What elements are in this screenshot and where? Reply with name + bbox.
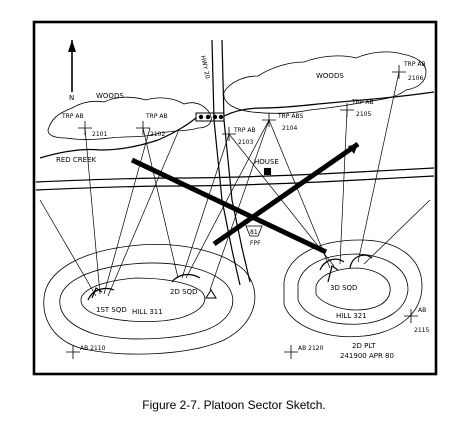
squad-2-label: 2D SQD: [170, 288, 197, 296]
red-creek-label: RED CREEK: [56, 156, 96, 164]
figure-caption: Figure 2-7. Platoon Sector Sketch.: [142, 398, 326, 412]
trp-2106: TRP AB 2106: [392, 61, 426, 82]
woods-left-label: WOODS: [96, 92, 124, 100]
squad-1-position: 1ST SQD: [87, 287, 127, 314]
trp-2106-line2: 2106: [408, 75, 423, 82]
hill-321-label: HILL 321: [336, 312, 367, 320]
dtg-label: 241900 APR 80: [340, 352, 394, 360]
trp-2104-line1: TRP ABS: [277, 113, 303, 120]
bridge: [195, 112, 225, 122]
trp-2102-line1: TRP AB: [145, 113, 168, 120]
woods-left-outline: [47, 96, 212, 140]
north-label: N: [69, 94, 74, 102]
hill-321-contours: HILL 321: [283, 239, 423, 338]
sector-lines: [39, 71, 431, 297]
fpf-label: FPF: [250, 240, 261, 247]
trp-2101: TRP AB 2101: [61, 113, 107, 138]
ab-2115-line1: AB: [418, 307, 426, 314]
north-arrow: N: [68, 40, 76, 102]
red-creek: [39, 91, 435, 159]
woods-right-label: WOODS: [316, 72, 344, 80]
house: HOUSE: [254, 158, 279, 175]
platoon-label: 2D PLT: [352, 342, 376, 350]
ab-2120-label: AB 2120: [298, 345, 324, 352]
squad-3-label: 3D SQD: [330, 284, 357, 292]
highway-20: HWY 20: [199, 39, 251, 286]
map-frame: [32, 20, 438, 376]
trp-2101-line2: 2101: [92, 131, 107, 138]
woods-right-outline: [223, 51, 427, 114]
ab-2110-label: AB 2110: [80, 345, 106, 352]
ab-2115-line2: 2115: [414, 327, 429, 334]
ab-2120: AB 2120: [284, 345, 324, 359]
squad-1-label: 1ST SQD: [96, 306, 127, 314]
final-protective-lines: [130, 141, 360, 255]
ab-2115: AB 2115: [404, 307, 429, 334]
fpf-marker: 81 FPF: [245, 225, 263, 247]
squad-2-position: 2D SQD: [170, 273, 217, 299]
trp-2105-line1: TRP AB: [351, 99, 374, 106]
ew-road-edge: [35, 175, 435, 191]
trp-2105-line2: 2105: [356, 111, 371, 118]
trp-2103: TRP AB 2103: [222, 127, 256, 146]
trp-2102-line2: 2102: [150, 131, 165, 138]
squad-3-position: 3D SQD: [319, 254, 373, 292]
trp-2102: TRP AB 2102: [136, 113, 168, 138]
ew-road: [35, 167, 435, 183]
house-label: HOUSE: [254, 158, 279, 166]
hill-311-label: HILL 311: [132, 308, 163, 316]
trp-2104-line2: 2104: [282, 125, 297, 132]
trp-2106-line1: TRP AB: [403, 61, 426, 68]
trp-2103-line2: 2103: [238, 139, 253, 146]
trp-2101-line1: TRP AB: [61, 113, 84, 120]
trp-2103-line1: TRP AB: [233, 127, 256, 134]
fpf-number: 81: [250, 229, 258, 236]
hill-311-contours: HILL 311: [43, 244, 256, 355]
ab-2110: AB 2110: [66, 345, 106, 359]
hwy-label: HWY 20: [199, 55, 211, 80]
